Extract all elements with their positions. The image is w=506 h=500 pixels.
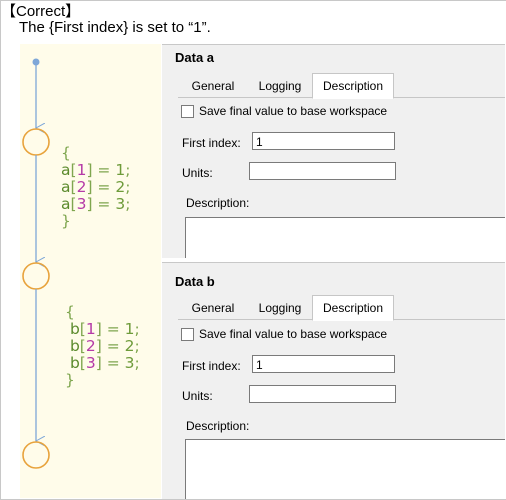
code-line: a[3] = 3; xyxy=(61,195,131,213)
panel-title: Data a xyxy=(175,50,215,65)
tab-logging[interactable]: Logging xyxy=(258,301,302,315)
save-final-value-checkbox[interactable] xyxy=(181,105,194,118)
tab-general[interactable]: General xyxy=(191,79,235,93)
tab-general[interactable]: General xyxy=(191,301,235,315)
page-subtitle: The {First index} is set to “1”. xyxy=(19,19,211,36)
flow-diagram xyxy=(22,58,50,469)
tab-description[interactable]: Description xyxy=(312,295,394,321)
stateflow-chart: { a[1] = 1; a[2] = 2; a[3] = 3; } { b[1]… xyxy=(20,44,161,498)
description-label: Description: xyxy=(186,196,250,210)
tab-description[interactable]: Description xyxy=(312,73,394,99)
code-brace-close: } xyxy=(65,371,75,389)
tab-bar: General Logging Description xyxy=(178,295,505,321)
save-final-value-checkbox[interactable] xyxy=(181,328,194,341)
tab-bar: General Logging Description xyxy=(178,73,505,99)
junction-3[interactable] xyxy=(22,441,50,469)
units-label: Units: xyxy=(182,389,213,403)
save-final-value-label: Save final value to base workspace xyxy=(199,104,388,118)
panel-divider xyxy=(162,262,505,263)
units-input[interactable] xyxy=(249,385,396,403)
data-b-properties-panel: Data b General Logging Description Save … xyxy=(162,263,505,499)
first-index-input[interactable]: 1 xyxy=(252,132,395,150)
data-a-properties-panel: Data a General Logging Description Save … xyxy=(162,45,505,258)
code-line: a[2] = 2; xyxy=(61,178,131,196)
junction-1[interactable] xyxy=(22,128,50,156)
junction-2[interactable] xyxy=(22,262,50,290)
code-line: b[2] = 2; xyxy=(69,337,140,355)
units-label: Units: xyxy=(182,166,213,180)
panel-divider xyxy=(162,44,505,45)
transition-action-a[interactable]: { a[1] = 1; a[2] = 2; a[3] = 3; } xyxy=(61,145,130,230)
code-brace-close: } xyxy=(61,212,71,230)
first-index-input[interactable]: 1 xyxy=(252,355,395,373)
units-input[interactable] xyxy=(249,162,396,180)
page-title: 【Correct】 xyxy=(1,3,81,20)
code-brace-open: { xyxy=(61,144,71,162)
panel-title: Data b xyxy=(175,274,215,289)
save-final-value-label: Save final value to base workspace xyxy=(199,327,388,341)
transition-action-b[interactable]: { b[1] = 1; b[2] = 2; b[3] = 3; } xyxy=(65,304,140,389)
description-label: Description: xyxy=(186,419,250,433)
code-line: b[3] = 3; xyxy=(69,354,140,372)
first-index-label: First index: xyxy=(182,136,241,150)
description-textarea[interactable] xyxy=(185,217,505,258)
description-textarea[interactable] xyxy=(185,439,505,499)
code-line: b[1] = 1; xyxy=(69,320,140,338)
tab-logging[interactable]: Logging xyxy=(258,79,302,93)
code-line: a[1] = 1; xyxy=(61,161,131,179)
code-brace-open: { xyxy=(65,303,75,321)
first-index-label: First index: xyxy=(182,359,241,373)
